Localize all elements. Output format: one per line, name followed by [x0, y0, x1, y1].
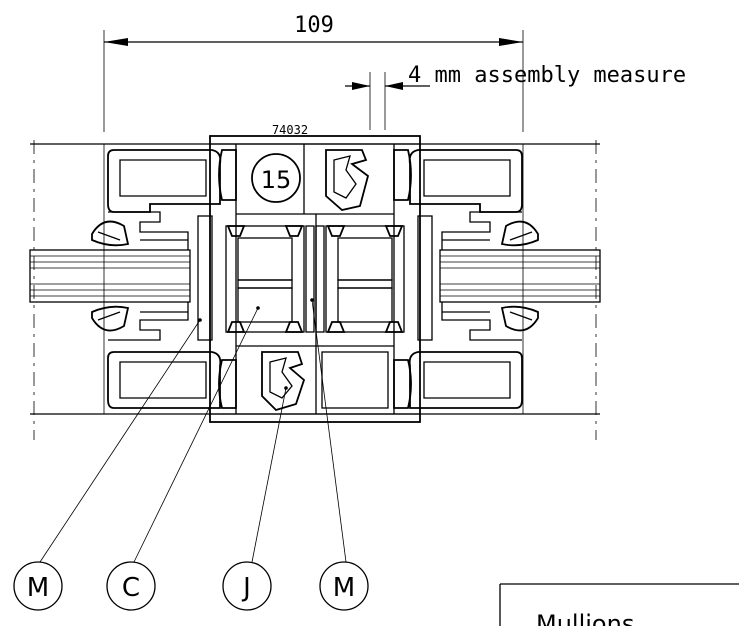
callout-label: J [241, 573, 251, 603]
glazing-left [29, 249, 191, 303]
central-mullion [209, 135, 421, 423]
callout-m-right: M [319, 561, 369, 611]
right-sash-profile [408, 149, 539, 409]
title-box: Mullions [499, 583, 739, 626]
assembly-measure-label: 4 mm assembly measure [408, 63, 686, 88]
title-label: Mullions [536, 610, 634, 626]
left-insert [197, 215, 315, 341]
callout-leaders [39, 298, 347, 563]
callout-m-left: M [13, 561, 63, 611]
callout-c: C [106, 561, 156, 611]
overall-width-label: 109 [294, 13, 334, 38]
overall-width-dimension: 109 [103, 13, 524, 132]
position-number-label: 15 [261, 166, 292, 194]
callout-label: M [333, 573, 355, 603]
right-insert [315, 215, 433, 341]
callout-label: M [27, 573, 49, 603]
profile-number-label: 74032 [272, 123, 308, 137]
assembly-measure-dimension: 4 mm assembly measure [345, 63, 686, 130]
callout-label: C [122, 573, 140, 603]
position-15-marker: 15 [251, 153, 301, 203]
callout-j: J [222, 561, 272, 611]
left-sash-profile [91, 149, 222, 409]
glazing-right [439, 249, 601, 303]
